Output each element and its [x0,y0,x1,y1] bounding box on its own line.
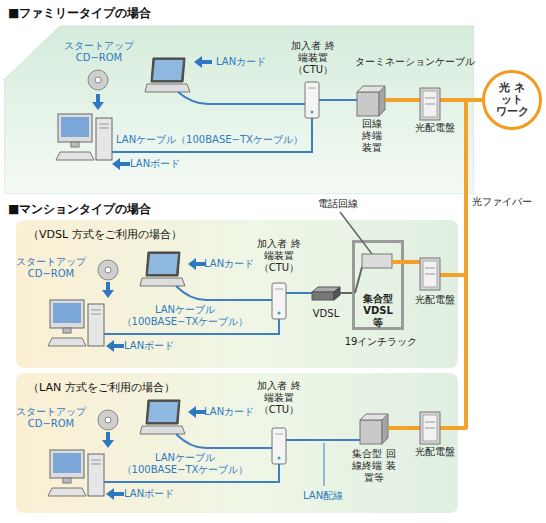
cable-connector [458,100,482,275]
callout-label: スタートアップ CD−ROM [12,406,90,430]
callout-label: スタートアップ CD−ROM [60,40,138,64]
cable-connector [402,426,412,430]
callout-label: LANカード [204,406,264,418]
callout-label: LANケーブル （100BASE−TXケーブル） [118,452,252,476]
device-label: 集合型 回線終端 装置等 [350,448,398,484]
callout-label: LANカード [216,56,276,68]
device-label: 加入者 終端装置 （CTU） [256,380,302,416]
device-label: 光配電盤 [412,122,458,134]
callout-label: スタートアップ CD−ROM [12,256,90,280]
callout-label: LANボード [124,340,184,352]
group-title: ■ファミリータイプの場合 [8,6,228,20]
device-label: VDSL [308,308,344,320]
callout-label: 電話回線 [318,198,368,210]
callout-label: LANボード [130,158,190,170]
cable-connector [302,439,346,441]
callout-label: ターミネーションケーブル [355,56,477,68]
group-title: （LAN 方式をご利用の場合） [28,381,268,394]
cable-connector [302,292,308,294]
callout-label: LANボード [124,488,184,500]
device-label: 加入者 終端装置 （CTU） [256,238,302,274]
cable-connector [344,292,352,294]
cable-connector [338,99,350,101]
group-title: ■マンションタイプの場合 [8,202,228,216]
cable-connector [404,260,412,264]
cable-connector [458,100,482,428]
device-label: 集合型 VDSL 等 [360,293,396,329]
cable-connector [394,98,412,102]
callout-label: 光ファイバー [472,196,544,208]
group-title: （VDSL 方式をご利用の場合） [28,228,268,241]
device-label: 19インチラック [341,336,421,348]
network-circle: 光 ネット ワーク [482,70,542,130]
callout-label: LAN配線 [303,490,353,502]
device-label: 加入者 終端装置 （CTU） [288,40,338,76]
callout-label: LANケーブル （100BASE−TXケーブル） [118,304,252,328]
device-label: 光配電盤 [412,294,458,306]
device-label: 回線 終端 装置 [359,118,385,154]
callout-label: LANカード [204,258,264,270]
device-label: 光 ネット ワーク [494,82,530,118]
callout-label: LANケーブル（100BASE−TXケーブル） [116,134,304,146]
device-label: 光配電盤 [412,446,458,458]
